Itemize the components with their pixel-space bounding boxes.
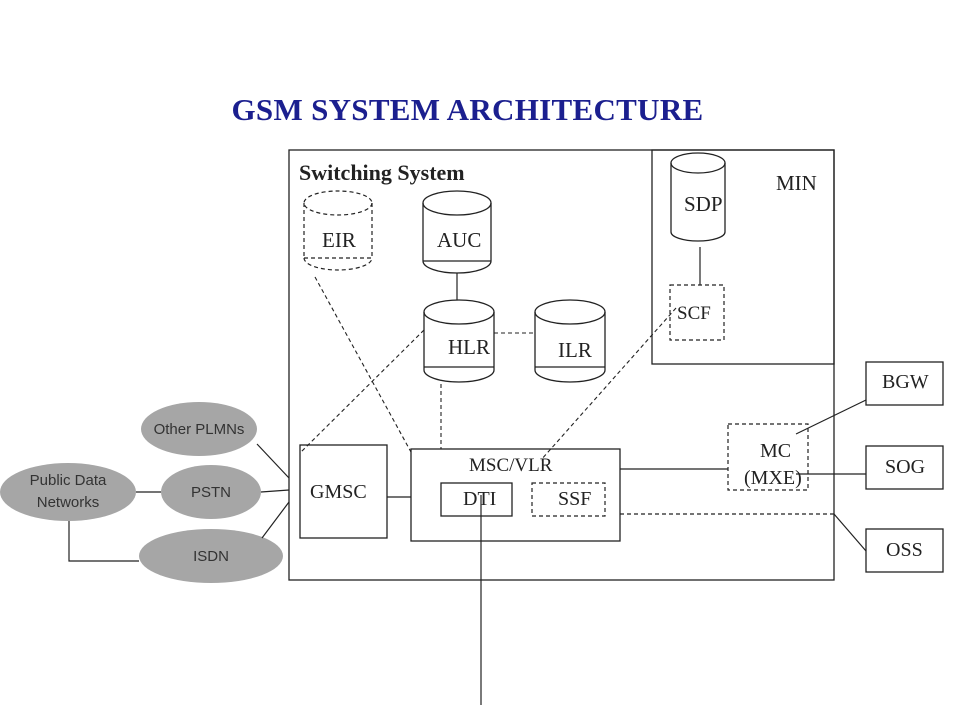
public-data-label-line1: Public Data	[29, 472, 107, 489]
hlr-cylinder	[423, 299, 495, 383]
msc-vlr-label: MSC/VLR	[469, 455, 553, 476]
other-plmns-oval	[141, 402, 257, 456]
switching-system-box	[288, 149, 835, 581]
scf-label: SCF	[677, 303, 711, 324]
oss-label: OSS	[886, 539, 923, 561]
public-data-networks-label: Public Data Networks	[0, 470, 136, 514]
min-label: MIN	[776, 171, 817, 195]
sog-box	[865, 445, 944, 490]
sdp-cylinder	[670, 152, 726, 242]
sdp-label: SDP	[684, 192, 723, 216]
mc-label: MC	[760, 440, 792, 462]
switching-system-label: Switching System	[299, 160, 465, 185]
min-box	[651, 149, 835, 365]
isdn-label: ISDN	[193, 548, 229, 565]
sog-label: SOG	[885, 456, 926, 478]
bgw-box	[865, 361, 944, 406]
eir-label: EIR	[322, 228, 356, 252]
hlr-label: HLR	[448, 335, 490, 359]
dti-label: DTI	[463, 488, 497, 510]
eir-cylinder	[303, 190, 373, 271]
scf-box	[669, 284, 725, 341]
gmsc-box	[299, 444, 388, 539]
dti-box	[440, 482, 513, 517]
auc-label: AUC	[437, 228, 482, 252]
ssf-label: SSF	[558, 488, 592, 510]
isdn-oval	[139, 529, 283, 583]
page-title: GSM SYSTEM ARCHITECTURE	[231, 92, 704, 127]
pstn-oval	[161, 465, 261, 519]
bgw-label: BGW	[882, 371, 929, 393]
ilr-cylinder	[534, 299, 606, 383]
pstn-label: PSTN	[190, 484, 231, 501]
gmsc-label: GMSC	[310, 481, 367, 503]
mc-box	[727, 423, 809, 491]
ssf-box	[531, 482, 606, 517]
public-data-label-line2: Networks	[36, 494, 100, 511]
mxe-label: (MXE)	[744, 467, 802, 489]
msc-vlr-box	[410, 448, 621, 542]
other-plmns-label: Other PLMNs	[153, 421, 245, 438]
public-data-networks-oval	[0, 463, 136, 521]
ilr-label: ILR	[558, 338, 592, 362]
